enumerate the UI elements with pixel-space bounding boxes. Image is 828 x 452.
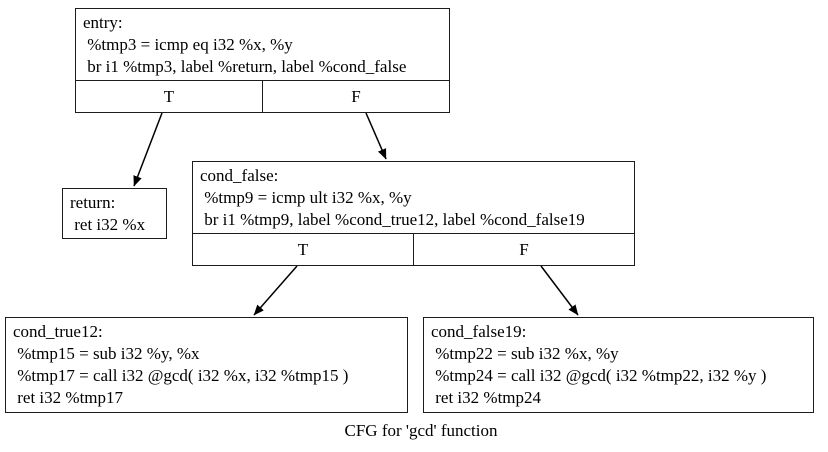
instruction-line: br i1 %tmp3, label %return, label %cond_… (83, 57, 407, 76)
block-label: entry: (83, 13, 123, 32)
port-false: F (413, 234, 634, 265)
node-return-body: return: ret i32 %x (63, 189, 166, 238)
port-true: T (297, 239, 309, 259)
node-return: return: ret i32 %x (62, 188, 167, 239)
block-label: cond_false: (200, 166, 279, 185)
instruction-line: ret i32 %tmp17 (13, 388, 124, 407)
node-cond-false-ports: T F (193, 233, 634, 265)
port-true: T (163, 86, 175, 106)
edge-entry-true-to-return (133, 112, 163, 187)
diagram-caption: CFG for 'gcd' function (344, 421, 498, 440)
instruction-line: ret i32 %tmp24 (431, 388, 542, 407)
node-cond-false: cond_false: %tmp9 = icmp ult i32 %x, %y … (192, 161, 635, 266)
port-false: F (262, 81, 449, 112)
node-cond-false19-body: cond_false19: %tmp22 = sub i32 %x, %y %t… (424, 318, 813, 412)
instruction-line: %tmp9 = icmp ult i32 %x, %y (200, 188, 412, 207)
node-entry-ports: T F (76, 80, 449, 112)
node-cond-false-body: cond_false: %tmp9 = icmp ult i32 %x, %y … (193, 162, 634, 233)
instruction-line: %tmp24 = call i32 @gcd( i32 %tmp22, i32 … (431, 366, 767, 385)
edge-entry-false-to-cond-false (365, 112, 387, 160)
edge-cond-false-false-to-cond-false19 (540, 265, 579, 316)
node-cond-true12: cond_true12: %tmp15 = sub i32 %y, %x %tm… (5, 317, 408, 413)
node-entry: entry: %tmp3 = icmp eq i32 %x, %y br i1 … (75, 8, 450, 113)
node-cond-false19: cond_false19: %tmp22 = sub i32 %x, %y %t… (423, 317, 814, 413)
instruction-line: %tmp22 = sub i32 %x, %y (431, 344, 619, 363)
instruction-line: br i1 %tmp9, label %cond_true12, label %… (200, 210, 585, 229)
node-cond-true12-body: cond_true12: %tmp15 = sub i32 %y, %x %tm… (6, 318, 407, 412)
instruction-line: %tmp17 = call i32 @gcd( i32 %x, i32 %tmp… (13, 366, 349, 385)
block-label: return: (70, 193, 116, 212)
edge-cond-false-true-to-cond-true12 (253, 265, 298, 316)
instruction-line: ret i32 %x (70, 215, 146, 234)
block-label: cond_false19: (431, 322, 527, 341)
block-label: cond_true12: (13, 322, 103, 341)
instruction-line: %tmp3 = icmp eq i32 %x, %y (83, 35, 293, 54)
node-entry-body: entry: %tmp3 = icmp eq i32 %x, %y br i1 … (76, 9, 449, 80)
instruction-line: %tmp15 = sub i32 %y, %x (13, 344, 200, 363)
